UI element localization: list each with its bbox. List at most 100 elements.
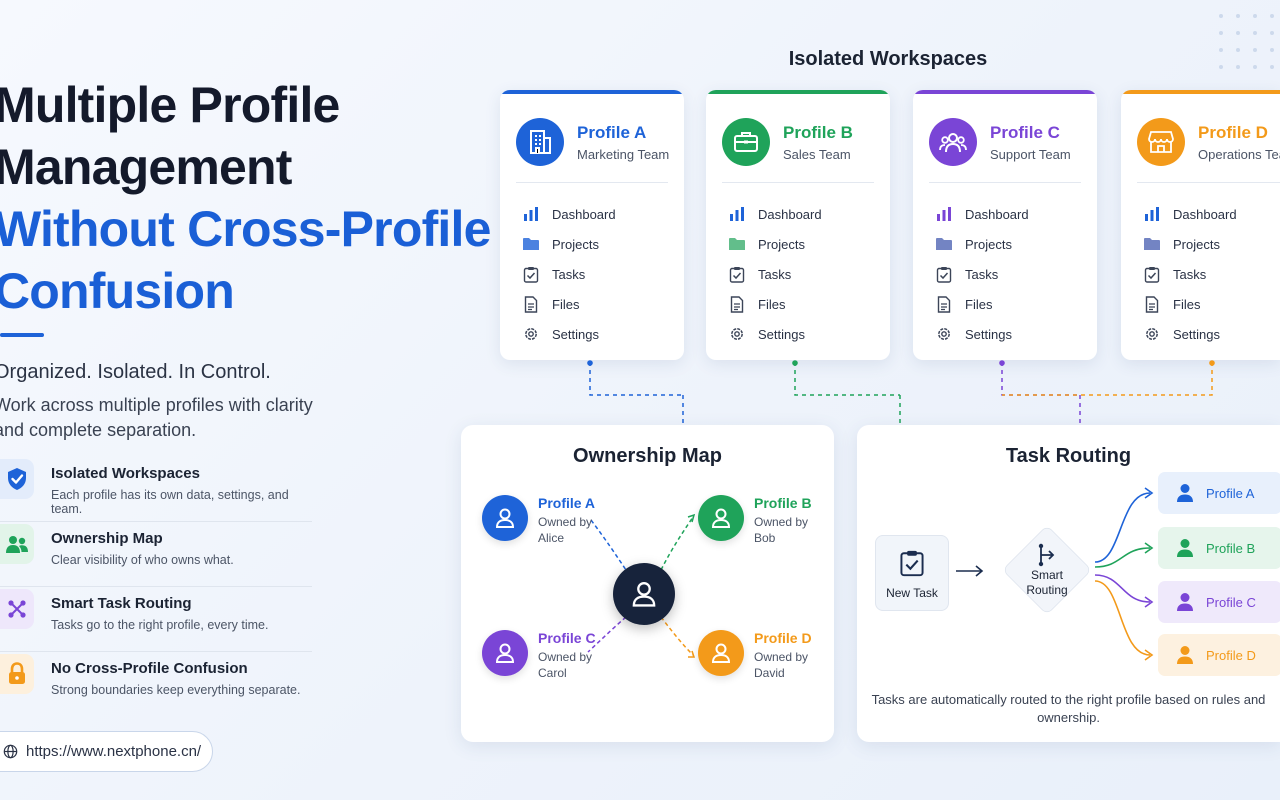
workspace-menu: Dashboard Projects Tasks Files Settings xyxy=(935,199,1029,349)
card-accent xyxy=(913,90,1097,94)
file-icon xyxy=(522,295,540,313)
website-link[interactable]: https://www.nextphone.cn/ xyxy=(0,731,213,772)
feature-title: Isolated Workspaces xyxy=(51,465,200,482)
menu-item-settings[interactable]: Settings xyxy=(935,319,1029,349)
menu-item-settings[interactable]: Settings xyxy=(522,319,616,349)
user-icon xyxy=(482,495,528,541)
ownership-node-profile-c[interactable]: Profile C Owned by Carol xyxy=(482,630,600,681)
menu-item-dashboard[interactable]: Dashboard xyxy=(522,199,616,229)
accent-bar xyxy=(0,333,44,337)
user-icon xyxy=(1177,539,1193,557)
folder-icon xyxy=(522,235,540,253)
menu-item-files[interactable]: Files xyxy=(1143,289,1237,319)
lock-icon xyxy=(0,654,34,694)
divider xyxy=(516,182,668,183)
globe-icon xyxy=(3,744,18,759)
ownership-node-profile-a[interactable]: Profile A Owned by Alice xyxy=(482,495,600,546)
ownership-node-profile-b[interactable]: Profile B Owned by Bob xyxy=(698,495,816,546)
route-target-profile-a[interactable]: Profile A xyxy=(1158,472,1280,514)
workspace-card-profile-c[interactable]: Profile C Support Team Dashboard Project… xyxy=(913,90,1097,360)
file-icon xyxy=(935,295,953,313)
bar-chart-icon xyxy=(1143,205,1161,223)
menu-item-dashboard[interactable]: Dashboard xyxy=(935,199,1029,229)
feature-no-confusion: No Cross-Profile Confusion Strong bounda… xyxy=(0,652,312,717)
feature-title: Ownership Map xyxy=(51,530,163,547)
shield-check-icon xyxy=(0,459,34,499)
ownership-links xyxy=(587,513,696,658)
feature-isolated-workspaces: Isolated Workspaces Each profile has its… xyxy=(0,457,312,522)
owner-profile-name: Profile D xyxy=(754,630,812,646)
menu-item-tasks[interactable]: Tasks xyxy=(1143,259,1237,289)
card-accent xyxy=(500,90,684,94)
task-routing-panel: Task Routing New Task Smart Routing Prof… xyxy=(857,425,1280,742)
route-target-profile-b[interactable]: Profile B xyxy=(1158,527,1280,569)
workspace-card-profile-d[interactable]: Profile D Operations Team Dashboard Proj… xyxy=(1121,90,1280,360)
feature-title: No Cross-Profile Confusion xyxy=(51,660,248,677)
owner-hub-user-icon[interactable] xyxy=(613,563,675,625)
feature-title: Smart Task Routing xyxy=(51,595,192,612)
menu-item-settings[interactable]: Settings xyxy=(1143,319,1237,349)
workspace-card-profile-b[interactable]: Profile B Sales Team Dashboard Projects … xyxy=(706,90,890,360)
menu-item-projects[interactable]: Projects xyxy=(935,229,1029,259)
menu-item-projects[interactable]: Projects xyxy=(728,229,822,259)
users-icon xyxy=(0,524,34,564)
route-target-label: Profile C xyxy=(1206,594,1256,610)
gear-icon xyxy=(522,325,540,343)
profile-name: Profile C xyxy=(990,122,1060,142)
user-icon xyxy=(1177,593,1193,611)
ownership-map-panel: Ownership Map Profile A Owned by Alice P… xyxy=(461,425,834,742)
smart-routing-node[interactable]: Smart Routing xyxy=(1002,525,1092,615)
gear-icon xyxy=(935,325,953,343)
bar-chart-icon xyxy=(728,205,746,223)
route-target-profile-d[interactable]: Profile D xyxy=(1158,634,1280,676)
store-icon xyxy=(1137,118,1185,166)
menu-item-projects[interactable]: Projects xyxy=(1143,229,1237,259)
folder-icon xyxy=(935,235,953,253)
hero-tagline: Organized. Isolated. In Control. xyxy=(0,361,271,383)
folder-icon xyxy=(1143,235,1161,253)
workspace-menu: Dashboard Projects Tasks Files Settings xyxy=(728,199,822,349)
feature-smart-task-routing: Smart Task Routing Tasks go to the right… xyxy=(0,587,312,652)
menu-item-dashboard[interactable]: Dashboard xyxy=(728,199,822,229)
gear-icon xyxy=(728,325,746,343)
menu-item-projects[interactable]: Projects xyxy=(522,229,616,259)
menu-item-tasks[interactable]: Tasks xyxy=(728,259,822,289)
smart-routing-label: Smart Routing xyxy=(1026,568,1068,597)
file-icon xyxy=(1143,295,1161,313)
website-url: https://www.nextphone.cn/ xyxy=(26,743,202,760)
clipboard-check-icon xyxy=(728,265,746,283)
profile-team: Operations Team xyxy=(1198,146,1280,162)
decorative-dots xyxy=(1219,14,1274,69)
owner-name: Owned by David xyxy=(754,650,809,680)
user-icon xyxy=(1177,484,1193,502)
workspace-menu: Dashboard Projects Tasks Files Settings xyxy=(522,199,616,349)
menu-item-settings[interactable]: Settings xyxy=(728,319,822,349)
route-target-label: Profile B xyxy=(1206,540,1256,556)
routing-note: Tasks are automatically routed to the ri… xyxy=(871,692,1266,725)
workspace-menu: Dashboard Projects Tasks Files Settings xyxy=(1143,199,1237,349)
feature-ownership-map: Ownership Map Clear visibility of who ow… xyxy=(0,522,312,587)
divider xyxy=(929,182,1081,183)
hero-title: Multiple Profile Management Without Cros… xyxy=(0,77,491,319)
menu-item-files[interactable]: Files xyxy=(728,289,822,319)
clipboard-check-icon xyxy=(900,550,924,577)
owner-name: Owned by Alice xyxy=(538,515,593,545)
folder-icon xyxy=(728,235,746,253)
new-task-node[interactable]: New Task xyxy=(875,535,949,611)
menu-item-files[interactable]: Files xyxy=(935,289,1029,319)
file-icon xyxy=(728,295,746,313)
clipboard-check-icon xyxy=(522,265,540,283)
user-icon xyxy=(482,630,528,676)
menu-item-tasks[interactable]: Tasks xyxy=(522,259,616,289)
card-accent xyxy=(1121,90,1280,94)
route-target-profile-c[interactable]: Profile C xyxy=(1158,581,1280,623)
routing-arrows xyxy=(956,487,1154,661)
workspaces-heading: Isolated Workspaces xyxy=(788,48,988,70)
menu-item-tasks[interactable]: Tasks xyxy=(935,259,1029,289)
menu-item-dashboard[interactable]: Dashboard xyxy=(1143,199,1237,229)
profile-team: Support Team xyxy=(990,146,1071,162)
ownership-node-profile-d[interactable]: Profile D Owned by David xyxy=(698,630,816,681)
feature-desc: Strong boundaries keep everything separa… xyxy=(51,683,301,697)
workspace-card-profile-a[interactable]: Profile A Marketing Team Dashboard Proje… xyxy=(500,90,684,360)
menu-item-files[interactable]: Files xyxy=(522,289,616,319)
